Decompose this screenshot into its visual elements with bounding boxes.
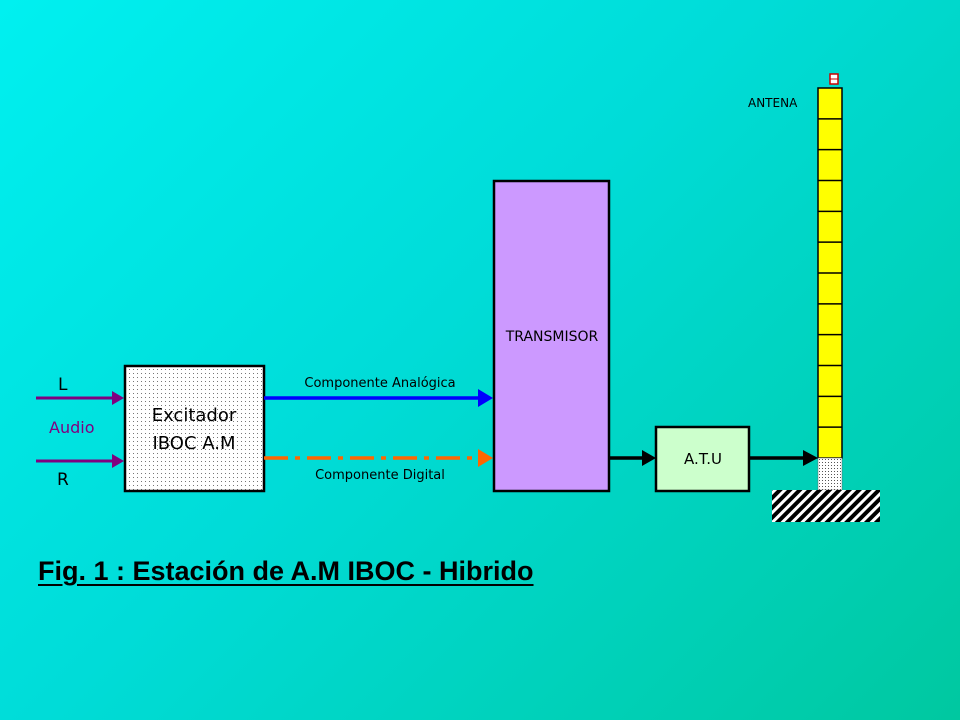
tx-to-atu-arrowhead	[642, 450, 656, 466]
digital-component-label: Componente Digital	[315, 468, 445, 483]
audio-label: Audio	[49, 418, 94, 437]
antenna-beacon-icon	[829, 73, 839, 85]
atu-label: A.T.U	[684, 450, 722, 468]
input-left-arrowhead	[112, 391, 124, 405]
antenna-base	[817, 457, 843, 491]
exciter-label-line2: IBOC A.M	[152, 433, 235, 454]
digital-arrowhead	[478, 449, 493, 467]
input-right-arrowhead	[112, 454, 124, 468]
antenna-mast-segments	[818, 118, 842, 428]
figure-caption: Fig. 1 : Estación de A.M IBOC - Hibrido	[38, 556, 534, 586]
analog-arrowhead	[478, 389, 493, 407]
atu-to-antenna-arrowhead	[803, 450, 818, 466]
input-right-label: R	[57, 470, 69, 490]
exciter-block	[123, 364, 266, 493]
transmitter-block	[492, 179, 611, 493]
analog-component-label: Componente Analógica	[304, 376, 455, 391]
exciter-label-line1: Excitador	[152, 405, 237, 426]
input-left-label: L	[58, 375, 68, 395]
ground-hatch	[772, 490, 880, 522]
transmitter-label: TRANSMISOR	[505, 329, 599, 345]
antenna-label: ANTENA	[748, 96, 798, 110]
